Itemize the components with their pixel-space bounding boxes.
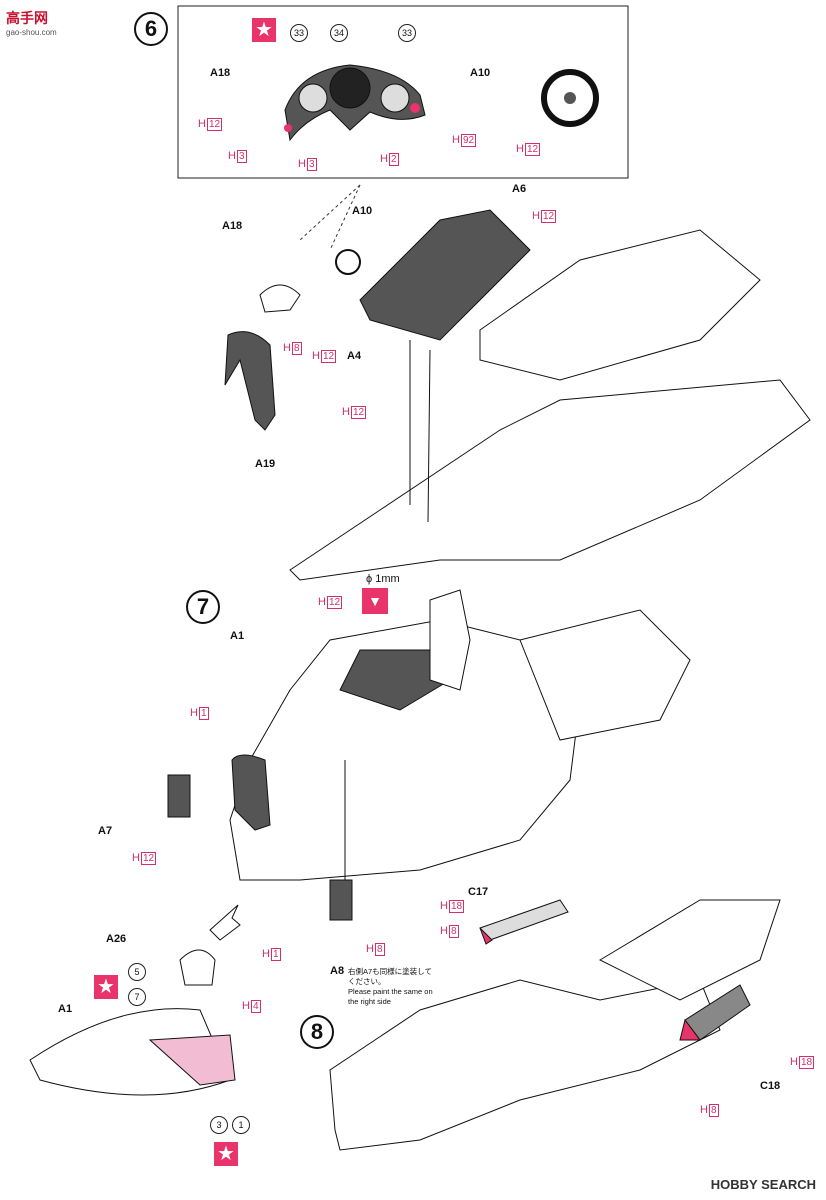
- part-label: A10: [470, 67, 491, 79]
- decal-callout: 1: [232, 1116, 250, 1134]
- part-label: A6: [512, 183, 527, 195]
- airbox: [429, 589, 471, 691]
- steering-wheel-inset: [541, 69, 599, 127]
- decal-callout: 7: [128, 988, 146, 1006]
- drill-size-label: ϕ 1mm: [366, 573, 400, 585]
- part-label: A18: [222, 220, 243, 232]
- part-a8: [329, 879, 353, 921]
- engine-step7: [519, 609, 691, 741]
- part-label: A18: [210, 67, 231, 79]
- step-8-number: 8: [300, 1015, 334, 1049]
- drill-mark-icon: ▼: [362, 588, 388, 614]
- part-a26: [179, 949, 216, 986]
- pink-decal-area: [148, 1034, 236, 1086]
- watermark-logo: 高手网 gao-shou.com: [6, 10, 57, 37]
- star-icon: ★: [214, 1142, 238, 1166]
- direction-arrow: [209, 904, 241, 941]
- step-7-number: 7: [186, 590, 220, 624]
- engine-step8: [598, 899, 781, 1001]
- sidepod-front: [231, 754, 271, 831]
- dashboard-a18: [259, 284, 301, 313]
- bulkhead-a19: [224, 331, 276, 431]
- decal-callout: 3: [210, 1116, 228, 1134]
- part-label: A7: [98, 825, 113, 837]
- part-label: C17: [468, 886, 489, 898]
- part-label: A8: [330, 965, 345, 977]
- decal-callout: 5: [128, 963, 146, 981]
- gauge-callout: 33: [290, 24, 308, 42]
- part-label: A19: [255, 458, 276, 470]
- gauge-callout: 34: [330, 24, 348, 42]
- gauge-callout: 33: [398, 24, 416, 42]
- dashboard-inset-box: [177, 5, 629, 179]
- gauge-right: [380, 83, 410, 113]
- part-c17: [479, 899, 569, 941]
- footer-brand: HOBBY SEARCH: [710, 1177, 816, 1192]
- part-label: A1: [58, 1003, 73, 1015]
- chassis-step6: [289, 379, 811, 581]
- star-icon: ★: [94, 975, 118, 999]
- step-6-number: 6: [134, 12, 168, 46]
- paint-note: 右側A7も同様に塗装してください。 Please paint the same …: [348, 967, 433, 1006]
- gauge-left: [298, 83, 328, 113]
- part-label: A10: [352, 205, 373, 217]
- steering-hub-inset: [564, 92, 576, 104]
- part-label: A4: [347, 350, 362, 362]
- part-label: A1: [230, 630, 245, 642]
- engine-step6: [479, 229, 761, 381]
- part-a7: [167, 774, 191, 818]
- part-label: C18: [760, 1080, 781, 1092]
- star-icon: ★: [252, 18, 276, 42]
- seat-a6: [359, 209, 531, 341]
- dash-red-dot-right: [410, 103, 420, 113]
- dash-red-dot-left: [284, 124, 292, 132]
- part-label: A26: [106, 933, 127, 945]
- gauge-center: [329, 67, 371, 109]
